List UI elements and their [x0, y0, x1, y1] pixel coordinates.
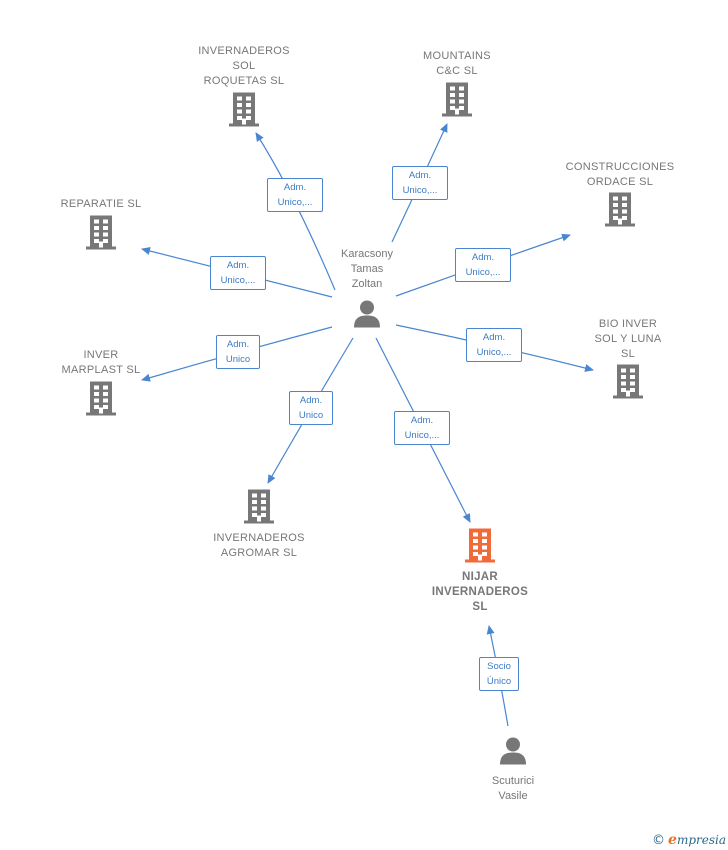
building-icon[interactable] — [604, 192, 636, 233]
relation-label-rel-nijar[interactable]: Adm. Unico,... — [394, 411, 450, 445]
company-label-bio-inver[interactable]: BIO INVER SOL Y LUNA SL — [594, 318, 662, 360]
building-icon[interactable] — [612, 364, 644, 405]
brand-initial: e — [668, 832, 677, 848]
company-label-construcciones-ordace[interactable]: CONSTRUCCIONES ORDACE SL — [565, 161, 675, 188]
relation-label-rel-roquetas[interactable]: Adm. Unico,... — [267, 178, 323, 212]
building-icon[interactable] — [85, 381, 117, 422]
company-label-inver-marplast[interactable]: INVER MARPLAST SL — [61, 349, 141, 376]
brand-name: mpresia — [676, 833, 726, 847]
building-icon[interactable] — [243, 489, 275, 530]
relation-label-rel-bio[interactable]: Adm. Unico,... — [466, 328, 522, 362]
company-label-mountains-cc[interactable]: MOUNTAINS C&C SL — [423, 50, 491, 77]
person-icon[interactable] — [498, 736, 528, 771]
copyright-icon: © — [652, 832, 666, 848]
secondary-person-label[interactable]: Scuturici Vasile — [491, 775, 535, 802]
relation-label-rel-socio[interactable]: Socio Único — [479, 657, 519, 691]
relation-label-rel-reparatie[interactable]: Adm. Unico,... — [210, 256, 266, 290]
relation-label-rel-agromar[interactable]: Adm. Unico — [289, 391, 333, 425]
person-icon[interactable] — [352, 299, 382, 334]
relation-label-rel-marplast[interactable]: Adm. Unico — [216, 335, 260, 369]
building-icon[interactable] — [441, 82, 473, 123]
company-label-reparatie[interactable]: REPARATIE SL — [60, 198, 142, 210]
company-label-nijar-invernaderos[interactable]: NIJAR INVERNADEROS SL — [431, 571, 529, 613]
center-person-label[interactable]: Karacsony Tamas Zoltan — [341, 248, 393, 290]
company-label-invernaderos-sol-roquetas[interactable]: INVERNADEROS SOL ROQUETAS SL — [198, 45, 290, 87]
relation-label-rel-construcciones[interactable]: Adm. Unico,... — [455, 248, 511, 282]
building-icon[interactable] — [464, 528, 496, 569]
relation-label-rel-mountains[interactable]: Adm. Unico,... — [392, 166, 448, 200]
company-label-invernaderos-agromar[interactable]: INVERNADEROS AGROMAR SL — [213, 532, 305, 559]
building-icon[interactable] — [228, 92, 260, 133]
building-icon[interactable] — [85, 215, 117, 256]
